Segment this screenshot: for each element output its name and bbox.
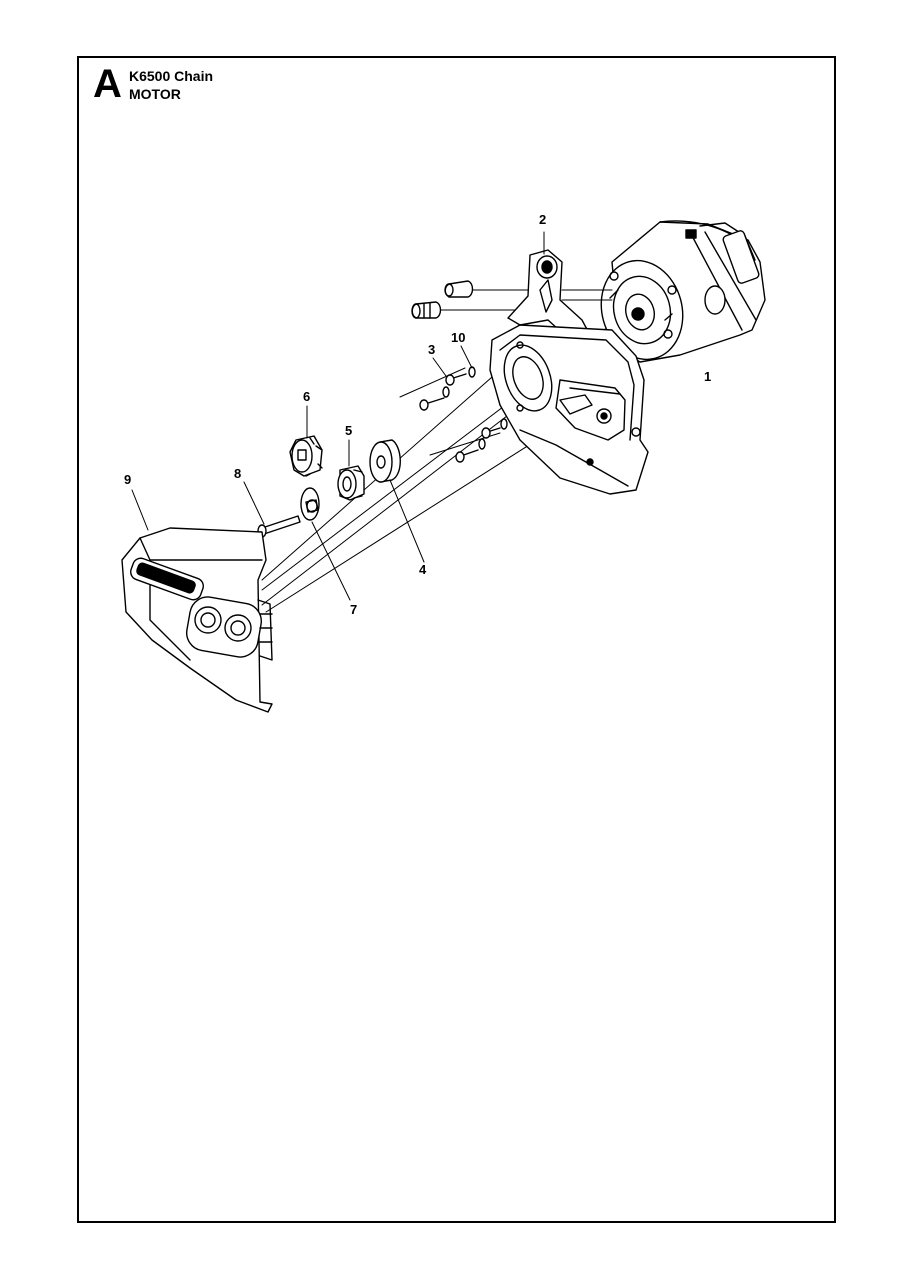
callout-8: 8 bbox=[234, 466, 242, 481]
callout-5: 5 bbox=[345, 423, 353, 438]
section-letter: A bbox=[93, 62, 122, 106]
callout-10: 10 bbox=[451, 330, 466, 345]
model-name: K6500 Chain bbox=[129, 68, 214, 84]
motor bbox=[600, 220, 766, 363]
callout-4: 4 bbox=[419, 562, 427, 577]
callout-2: 2 bbox=[539, 212, 547, 227]
callout-9: 9 bbox=[124, 472, 132, 487]
bracket bbox=[507, 249, 591, 341]
screw-right-2 bbox=[455, 438, 486, 463]
gear-housing bbox=[489, 324, 649, 495]
callout-1: 1 bbox=[704, 369, 712, 384]
page-title: K6500 Chain MOTOR bbox=[129, 67, 213, 103]
screw-right-1 bbox=[481, 418, 508, 439]
washer bbox=[300, 487, 320, 521]
screw-upper bbox=[445, 366, 476, 386]
callout-7: 7 bbox=[350, 602, 358, 617]
plug-lower bbox=[411, 301, 442, 319]
hub-nut bbox=[337, 465, 365, 501]
bolt bbox=[257, 515, 301, 538]
assembly-name: MOTOR bbox=[129, 86, 181, 102]
callout-6: 6 bbox=[303, 389, 311, 404]
plug-upper bbox=[444, 280, 474, 298]
page-frame bbox=[77, 56, 836, 1223]
screw-mid bbox=[419, 386, 450, 411]
sprocket-cover bbox=[121, 527, 273, 713]
callout-3: 3 bbox=[428, 342, 436, 357]
spacer bbox=[369, 439, 401, 483]
leader-lines bbox=[131, 231, 613, 601]
drive-sprocket bbox=[289, 435, 323, 477]
